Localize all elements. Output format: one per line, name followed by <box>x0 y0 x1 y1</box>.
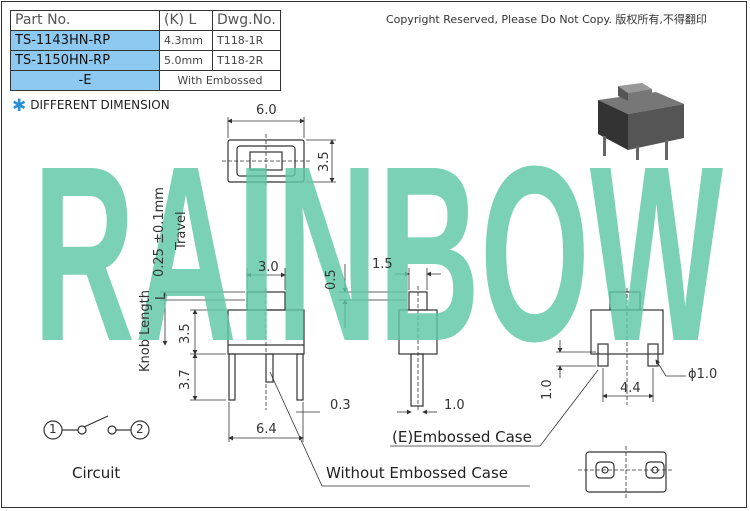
copyright-notice: Copyright Reserved, Please Do Not Copy. … <box>386 13 707 26</box>
note-cell: With Embossed <box>159 70 281 91</box>
circuit-label: Circuit <box>72 464 121 482</box>
dwg-cell: T118-2R <box>212 50 281 71</box>
different-dimension-label: DIFFERENT DIMENSION <box>30 98 170 112</box>
different-dimension-note: ✱DIFFERENT DIMENSION <box>12 96 170 116</box>
dim-front-width: 3.0 <box>258 260 279 275</box>
footprint-view <box>578 446 674 500</box>
dim-front-3-5: 3.5 <box>178 323 193 344</box>
circuit-pin-1: 1 <box>49 422 57 436</box>
dim-side-1-5: 1.5 <box>372 257 393 272</box>
l-cell: 5.0mm <box>159 50 213 71</box>
side-view <box>338 264 441 415</box>
dim-front-0-3: 0.3 <box>330 398 351 413</box>
header-kl: (K) L <box>159 10 213 31</box>
switch-3d-illustration <box>598 83 684 160</box>
dim-right-1-0: 1.0 <box>540 379 555 400</box>
dim-travel-word: Travel <box>174 211 189 250</box>
dim-top-height: 3.5 <box>317 151 332 172</box>
l-cell: 4.3mm <box>159 30 213 51</box>
part-number-table: Part No. (K) L Dwg.No. TS-1143HN-RP 4.3m… <box>10 10 281 91</box>
dim-side-0-5: 0.5 <box>324 269 339 290</box>
circuit-pin-2: 2 <box>136 422 144 436</box>
part-no-cell: TS-1143HN-RP <box>10 30 160 51</box>
dwg-cell: T118-1R <box>212 30 281 51</box>
dim-knob-length: Knob Length <box>138 290 153 372</box>
without-leader <box>269 371 323 487</box>
header-dwg-no: Dwg.No. <box>212 10 281 31</box>
circuit-symbol <box>43 415 150 440</box>
table-row: TS-1143HN-RP 4.3mm T118-1R <box>10 30 281 51</box>
dim-travel: 0.25 ±0.1mm <box>152 187 167 277</box>
table-row: -E With Embossed <box>10 70 281 91</box>
dim-front-6-4: 6.4 <box>256 422 277 437</box>
asterisk-icon: ✱ <box>12 96 27 116</box>
top-view <box>222 117 336 188</box>
dim-right-4-4: 4.4 <box>620 381 641 396</box>
dim-right-phi: ϕ1.0 <box>688 367 718 382</box>
embossed-view <box>390 288 686 447</box>
dim-top-width: 6.0 <box>256 103 277 118</box>
part-no-cell: -E <box>10 70 160 91</box>
table-header-row: Part No. (K) L Dwg.No. <box>10 10 281 31</box>
dim-front-3-7: 3.7 <box>178 369 193 390</box>
dim-knob-l: L <box>154 292 169 300</box>
dim-side-1-0: 1.0 <box>444 398 465 413</box>
without-embossed-callout: Without Embossed Case <box>326 464 509 482</box>
embossed-callout: (E)Embossed Case <box>392 428 532 446</box>
front-view <box>160 268 320 442</box>
